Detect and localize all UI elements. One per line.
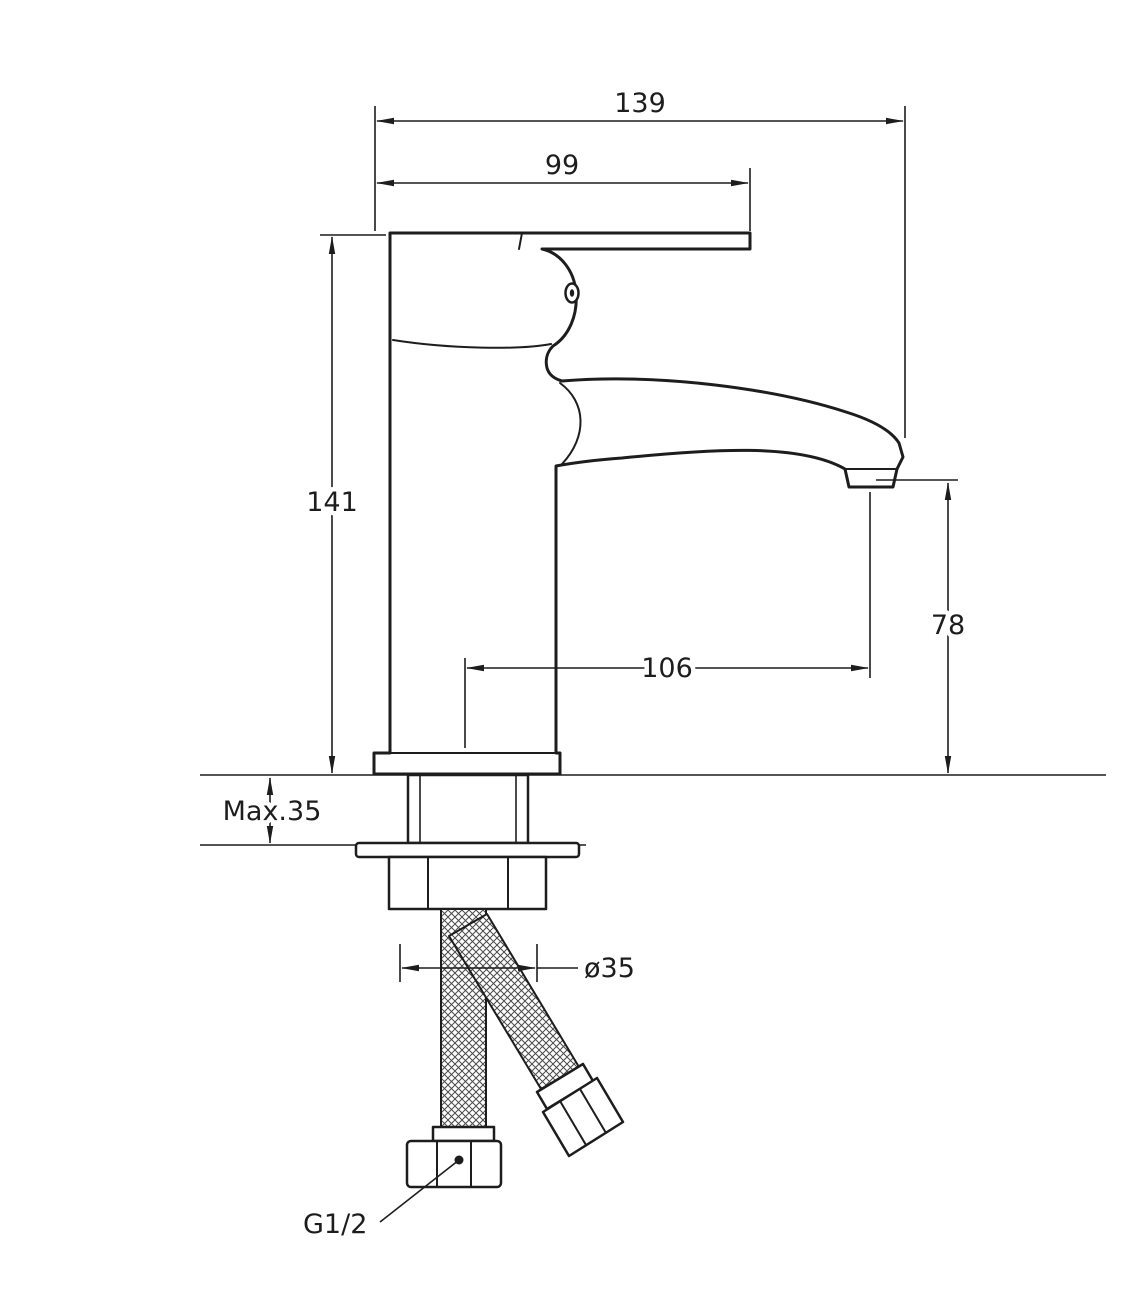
angled-hose-nut xyxy=(541,1076,625,1158)
counter-surface-line xyxy=(200,774,1106,846)
dimension-label-106: 106 xyxy=(641,653,693,684)
supply-hoses xyxy=(405,908,625,1189)
dimension-99: 99 xyxy=(376,146,751,231)
label-g12: G1/2 xyxy=(299,1155,464,1245)
dimension-78: 78 xyxy=(876,479,970,774)
mounting-nut xyxy=(387,855,548,911)
dimension-label-g12: G1/2 xyxy=(303,1209,367,1240)
faucet-body xyxy=(372,231,905,776)
dimension-label-78: 78 xyxy=(931,610,965,641)
dimension-139: 139 xyxy=(374,84,906,438)
straight-hose-nut-facets xyxy=(436,1140,472,1188)
mounting-washer xyxy=(354,841,581,859)
dimension-141: 141 xyxy=(302,234,386,774)
angled-hose-nut-facets xyxy=(559,1088,607,1146)
dimension-106: 106 xyxy=(464,492,871,748)
spout-body-seam xyxy=(559,382,582,465)
lever-notch xyxy=(518,232,523,250)
dimension-max35: Max.35 xyxy=(218,777,326,844)
mounting-hardware xyxy=(354,773,581,911)
dimension-label-141: 141 xyxy=(306,487,358,518)
dimension-label-99: 99 xyxy=(545,150,579,181)
pivot-dot-center xyxy=(569,289,575,297)
mounting-nut-facets xyxy=(427,856,509,910)
faucet-silhouette xyxy=(372,231,905,776)
threaded-shank xyxy=(406,773,530,845)
dimension-label-max35: Max.35 xyxy=(223,796,322,827)
dimension-dia35: ø35 xyxy=(399,944,639,989)
dimension-label-dia35: ø35 xyxy=(584,953,635,984)
cartridge-seam xyxy=(392,339,552,349)
straight-hose-collar xyxy=(431,1125,496,1143)
dimension-label-139: 139 xyxy=(614,88,666,119)
